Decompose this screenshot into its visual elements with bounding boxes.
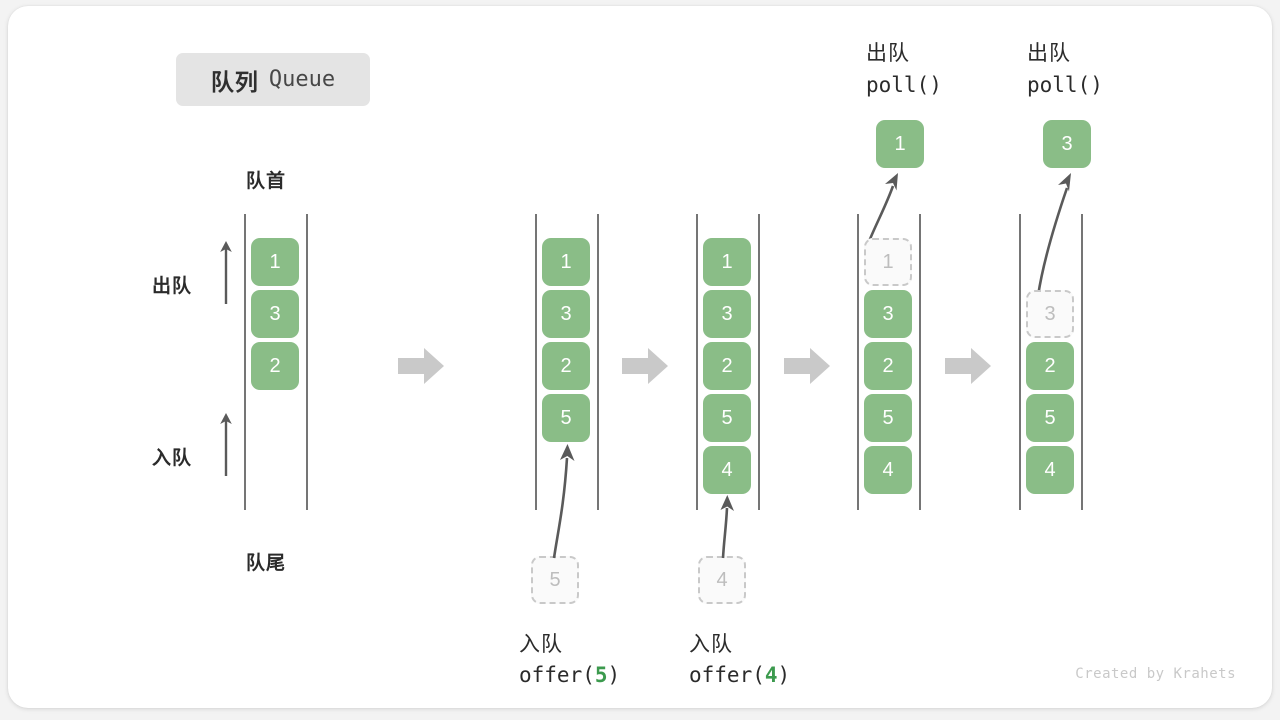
step-arrow-icon (622, 348, 668, 384)
stage-caption-code: offer(5) (519, 663, 620, 687)
incoming-ghost-cell: 4 (698, 556, 746, 604)
caption-code-head: poll() (866, 73, 942, 97)
queue-rail-left (696, 214, 698, 510)
caption-code-arg: 5 (594, 663, 608, 687)
step-arrow-icon (398, 348, 444, 384)
diagram-card: 队列 Queue 队首 队尾 出队 入队 1 3 2 (8, 6, 1272, 708)
popped-cell: 3 (1043, 120, 1091, 168)
queue-cell: 2 (251, 342, 299, 390)
popped-cell: 1 (876, 120, 924, 168)
step-arrow-icon (784, 348, 830, 384)
queue-cell-removed: 1 (864, 238, 912, 286)
stage-caption-cn: 出队 (1027, 42, 1071, 65)
label-enqueue-direction: 入队 (152, 448, 193, 469)
queue-cell-new: 5 (542, 394, 590, 442)
queue-rail-left (857, 214, 859, 510)
queue-rail-left (244, 214, 246, 510)
caption-code-tail: ) (607, 663, 621, 687)
queue-cell: 2 (1026, 342, 1074, 390)
caption-code-head: poll() (1027, 73, 1103, 97)
caption-code-tail: ) (777, 663, 791, 687)
queue-cell: 5 (703, 394, 751, 442)
caption-code-head: offer( (519, 663, 595, 687)
queue-rail-left (1019, 214, 1021, 510)
watermark-credit: Created by Krahets (1075, 666, 1236, 682)
stage-caption-code: poll() (866, 73, 942, 97)
caption-code-arg: 4 (764, 663, 778, 687)
caption-code-head: offer( (689, 663, 765, 687)
step-arrow-icon (945, 348, 991, 384)
stage-caption-cn: 入队 (519, 633, 563, 656)
queue-rail-left (535, 214, 537, 510)
queue-rail-right (919, 214, 921, 510)
stage-caption-code: poll() (1027, 73, 1103, 97)
queue-rail-right (306, 214, 308, 510)
queue-cell-new: 4 (703, 446, 751, 494)
label-queue-head: 队首 (246, 171, 287, 192)
queue-cell: 1 (251, 238, 299, 286)
queue-cell: 3 (864, 290, 912, 338)
queue-cell: 5 (864, 394, 912, 442)
enqueue-direction-arrow-icon (220, 413, 232, 476)
queue-cell: 1 (542, 238, 590, 286)
incoming-ghost-cell: 5 (531, 556, 579, 604)
queue-cell: 4 (864, 446, 912, 494)
queue-cell: 5 (1026, 394, 1074, 442)
queue-cell: 3 (251, 290, 299, 338)
queue-rail-right (758, 214, 760, 510)
stage-caption-cn: 入队 (689, 633, 733, 656)
stage-caption-code: offer(4) (689, 663, 790, 687)
queue-cell: 4 (1026, 446, 1074, 494)
queue-rail-right (1081, 214, 1083, 510)
queue-rail-right (597, 214, 599, 510)
dequeue-curve-arrow-icon (1036, 173, 1071, 297)
title-en: Queue (268, 67, 336, 92)
queue-cell-removed: 3 (1026, 290, 1074, 338)
enqueue-curve-arrow-icon (720, 495, 734, 559)
stage-caption-cn: 出队 (866, 42, 910, 65)
queue-cell: 1 (703, 238, 751, 286)
queue-cell: 3 (542, 290, 590, 338)
queue-cell: 2 (542, 342, 590, 390)
label-queue-tail: 队尾 (246, 553, 287, 574)
queue-cell: 2 (703, 342, 751, 390)
dequeue-curve-arrow-icon (866, 173, 898, 245)
label-dequeue-direction: 出队 (152, 276, 193, 297)
diagram-title-chip: 队列 Queue (176, 53, 370, 106)
title-cn: 队列 (210, 68, 259, 95)
dequeue-direction-arrow-icon (220, 241, 232, 304)
enqueue-curve-arrow-icon (552, 444, 575, 559)
queue-cell: 3 (703, 290, 751, 338)
queue-cell: 2 (864, 342, 912, 390)
